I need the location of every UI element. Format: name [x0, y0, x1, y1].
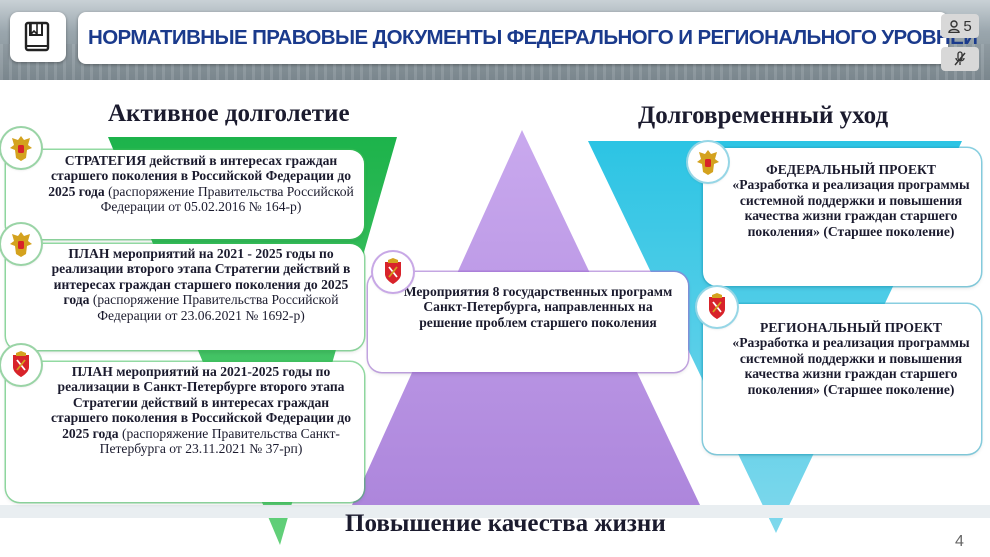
mic-button[interactable]	[941, 47, 979, 71]
book-document-icon	[10, 12, 66, 62]
spb-plan-card: ПЛАН мероприятий на 2021-2025 годы по ре…	[6, 362, 364, 502]
card-body: «Разработка и реализация программы систе…	[732, 177, 970, 239]
person-icon	[948, 19, 961, 33]
spb-coat-of-arms-icon	[373, 252, 413, 292]
strategy-card: СТРАТЕГИЯ действий в интересах граждан с…	[6, 150, 364, 239]
programs-card: Мероприятия 8 государственных программ С…	[368, 272, 688, 372]
page-title: НОРМАТИВНЫЕ ПРАВОВЫЕ ДОКУМЕНТЫ ФЕДЕРАЛЬН…	[88, 26, 978, 49]
federal-plan-card: ПЛАН мероприятий на 2021 - 2025 годы по …	[6, 244, 364, 350]
participants-button[interactable]: 5	[941, 14, 979, 38]
regional-project-card: РЕГИОНАЛЬНЫЙ ПРОЕКТ «Разработка и реализ…	[703, 304, 981, 454]
card-title: ПЛАН мероприятий на 2021 - 2025 годы по …	[51, 246, 351, 308]
right-section-title: Долговременный уход	[638, 102, 889, 129]
card-body: «Разработка и реализация программы систе…	[732, 335, 970, 397]
card-title: ФЕДЕРАЛЬНЫЙ ПРОЕКТ	[766, 162, 936, 177]
card-text: Мероприятия 8 государственных программ С…	[403, 284, 673, 330]
bottom-band	[0, 505, 990, 518]
russia-coat-of-arms-icon	[688, 142, 728, 182]
card-note: (распоряжение Правительства Российской Ф…	[89, 292, 339, 323]
russia-coat-of-arms-icon	[1, 224, 41, 264]
card-note: (распоряжение Правительства Санкт-Петерб…	[99, 425, 340, 457]
federal-project-card: ФЕДЕРАЛЬНЫЙ ПРОЕКТ «Разработка и реализа…	[703, 148, 981, 286]
card-note: (распоряжение Правительства Российской Ф…	[100, 183, 354, 215]
card-title: ПЛАН мероприятий на 2021-2025 годы по ре…	[50, 364, 352, 441]
card-title: СТРАТЕГИЯ действий в интересах граждан с…	[48, 153, 352, 199]
page-number: 4	[955, 533, 964, 550]
mic-muted-icon	[954, 51, 966, 66]
participants-count: 5	[963, 17, 972, 35]
page-title-box: НОРМАТИВНЫЕ ПРАВОВЫЕ ДОКУМЕНТЫ ФЕДЕРАЛЬН…	[78, 12, 978, 64]
spb-coat-of-arms-icon	[1, 345, 41, 385]
russia-coat-of-arms-icon	[1, 128, 41, 168]
card-title: РЕГИОНАЛЬНЫЙ ПРОЕКТ	[760, 320, 942, 335]
left-section-title: Активное долголетие	[108, 100, 350, 127]
spb-coat-of-arms-icon	[697, 287, 737, 327]
bottom-section-title: Повышение качества жизни	[345, 510, 666, 537]
